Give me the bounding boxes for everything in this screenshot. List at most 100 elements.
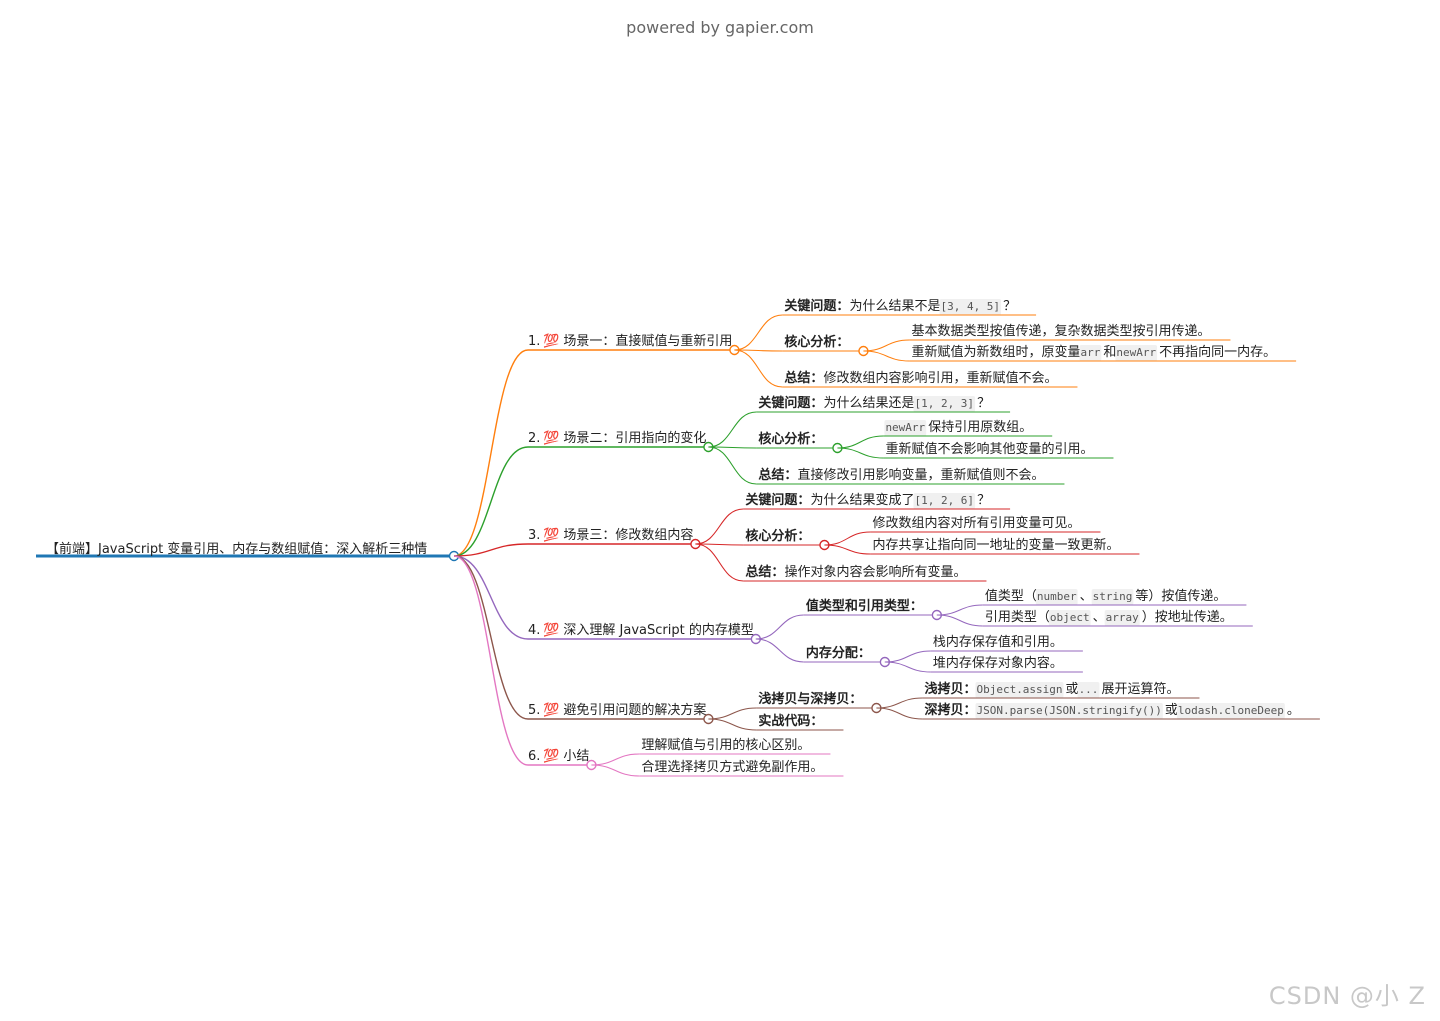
label-text: 修改数组内容对所有引用变量可见。 bbox=[872, 515, 1080, 531]
label-bold: 核心分析： bbox=[758, 431, 823, 447]
label-text: 操作对象内容会影响所有变量。 bbox=[784, 564, 966, 580]
inline-code: newArr bbox=[1116, 346, 1156, 359]
connector-level3 bbox=[863, 350, 910, 362]
label-text: 。 bbox=[1287, 703, 1300, 718]
connector-level2 bbox=[734, 349, 783, 352]
connector-root-branch-2 bbox=[453, 446, 529, 557]
connector-level2 bbox=[708, 446, 757, 449]
connector-level3 bbox=[876, 707, 923, 720]
label-text: 重新赋值为新数组时，原变量 bbox=[911, 344, 1080, 360]
label-text: ？ bbox=[977, 396, 990, 411]
label-text: ？ bbox=[1003, 299, 1016, 314]
branch-2: 2.💯场景二：引用指向的变化 bbox=[528, 430, 709, 448]
label-bold: 关键问题： bbox=[758, 395, 823, 411]
branch-label[interactable]: 场景二：引用指向的变化 bbox=[563, 430, 706, 446]
hundred-points-icon: 💯 bbox=[543, 702, 559, 718]
label-text: 值类型（ bbox=[985, 588, 1037, 604]
subtopic-3-2-2: 内存共享让指向同一地址的变量一致更新。 bbox=[872, 537, 1119, 553]
inline-code: Object.assign bbox=[976, 683, 1062, 696]
subtopic-1-2-2: 重新赋值为新数组时，原变量 arr 和 newArr 不再指向同一内存。 bbox=[911, 344, 1276, 361]
topic-3-3: 总结：操作对象内容会影响所有变量。 bbox=[745, 564, 966, 580]
connector-level2 bbox=[708, 411, 757, 448]
topic-2-3: 总结：直接修改引用影响变量，重新赋值则不会。 bbox=[758, 467, 1044, 483]
inline-code: arr bbox=[1080, 346, 1100, 359]
label-text: ？ bbox=[977, 493, 990, 508]
label-bold: 值类型和引用类型： bbox=[806, 598, 923, 614]
connector-root-branch-5 bbox=[453, 555, 529, 720]
inline-code-bg bbox=[913, 396, 976, 412]
inline-code-bg bbox=[1115, 345, 1158, 361]
subtopic-5-1-2: 深拷贝：JSON.parse(JSON.stringify()) 或 lodas… bbox=[924, 702, 1300, 719]
connector-level2 bbox=[708, 707, 757, 720]
label-text: 等）按值传递。 bbox=[1135, 588, 1226, 604]
label-text: 重新赋值不会影响其他变量的引用。 bbox=[885, 441, 1093, 457]
label-text: 展开运算符。 bbox=[1101, 681, 1179, 697]
branch-number: 6. bbox=[528, 749, 540, 764]
label-bold: 核心分析： bbox=[745, 528, 810, 544]
label-text: 引用类型（ bbox=[985, 610, 1050, 625]
label-bold: 浅拷贝： bbox=[924, 681, 976, 697]
branch-number: 1. bbox=[528, 334, 540, 349]
branch-number: 2. bbox=[528, 431, 540, 446]
topic-1-1: 关键问题：为什么结果不是 [3, 4, 5]？ bbox=[784, 298, 1016, 315]
connector-level3 bbox=[876, 697, 923, 709]
connector-level2 bbox=[591, 753, 640, 766]
topic-4-1: 值类型和引用类型： bbox=[806, 598, 923, 614]
label-text: ）按地址传递。 bbox=[1142, 610, 1233, 625]
label-text: 直接修改引用影响变量，重新赋值则不会。 bbox=[797, 467, 1044, 483]
branch-label[interactable]: 避免引用问题的解决方案 bbox=[563, 702, 706, 718]
label-bold: 实战代码： bbox=[758, 713, 823, 729]
connector-level2 bbox=[734, 314, 783, 351]
connector-level3 bbox=[884, 650, 931, 663]
branch-label[interactable]: 小结 bbox=[563, 749, 589, 764]
inline-code-bg bbox=[1104, 610, 1140, 626]
branch-label[interactable]: 深入理解 JavaScript 的内存模型 bbox=[563, 622, 753, 638]
topic-2-1: 关键问题：为什么结果还是 [1, 2, 3]？ bbox=[758, 395, 990, 412]
inline-code: number bbox=[1037, 590, 1077, 603]
connector-level3 bbox=[837, 447, 884, 459]
branch-label[interactable]: 场景一：直接赋值与重新引用 bbox=[563, 333, 732, 349]
label-bold: 深拷贝： bbox=[924, 702, 976, 718]
connector-level3 bbox=[824, 544, 871, 555]
branch-number: 4. bbox=[528, 623, 540, 638]
hundred-points-icon: 💯 bbox=[543, 748, 559, 764]
topic-2-2: 核心分析： bbox=[758, 431, 823, 447]
inline-code-bg bbox=[913, 493, 976, 509]
branch-number: 3. bbox=[528, 528, 540, 543]
topic-5-2: 实战代码： bbox=[758, 713, 823, 729]
topic-1-3: 总结：修改数组内容影响引用，重新赋值不会。 bbox=[784, 370, 1057, 386]
topic-3-1: 关键问题：为什么结果变成了 [1, 2, 6]？ bbox=[745, 492, 990, 509]
label-text: 合理选择拷贝方式避免副作用。 bbox=[641, 759, 823, 775]
inline-code-bg bbox=[1176, 703, 1285, 719]
label-bold: 核心分析： bbox=[784, 334, 849, 350]
connector-level2 bbox=[708, 718, 757, 731]
inline-code: [1, 2, 6] bbox=[914, 494, 974, 507]
subtopic-4-2-1: 栈内存保存值和引用。 bbox=[933, 634, 1063, 650]
hundred-points-icon: 💯 bbox=[543, 622, 559, 638]
label-text: 和 bbox=[1103, 345, 1116, 360]
connector-level2 bbox=[708, 446, 757, 485]
topic-1-2: 核心分析： bbox=[784, 334, 849, 350]
label-bold: 总结： bbox=[758, 467, 797, 483]
connector-level2 bbox=[734, 349, 783, 388]
inline-code-bg bbox=[1077, 682, 1100, 698]
label-bold: 总结： bbox=[784, 370, 823, 386]
label-text: 为什么结果不是 bbox=[849, 299, 940, 314]
inline-code: string bbox=[1093, 590, 1133, 603]
label-text: 、 bbox=[1093, 610, 1106, 625]
label-text: 不再指向同一内存。 bbox=[1159, 344, 1276, 360]
branch-1: 1.💯场景一：直接赋值与重新引用 bbox=[528, 333, 735, 351]
inline-code-bg bbox=[975, 703, 1163, 719]
branch-label[interactable]: 场景三：修改数组内容 bbox=[563, 527, 693, 543]
connector-level2 bbox=[695, 508, 744, 545]
label-text: 内存共享让指向同一地址的变量一致更新。 bbox=[872, 537, 1119, 553]
inline-code-bg bbox=[939, 299, 1002, 315]
connector-level3 bbox=[824, 531, 871, 546]
connector-root-branch-3 bbox=[453, 543, 529, 557]
branch-6: 6.💯 小结 bbox=[528, 748, 592, 766]
branch-number: 5. bbox=[528, 703, 540, 718]
connector-level2 bbox=[695, 543, 744, 582]
subtopic-2-2-1: newArr 保持引用原数组。 bbox=[884, 420, 1032, 436]
label-bold: 总结： bbox=[745, 564, 784, 580]
